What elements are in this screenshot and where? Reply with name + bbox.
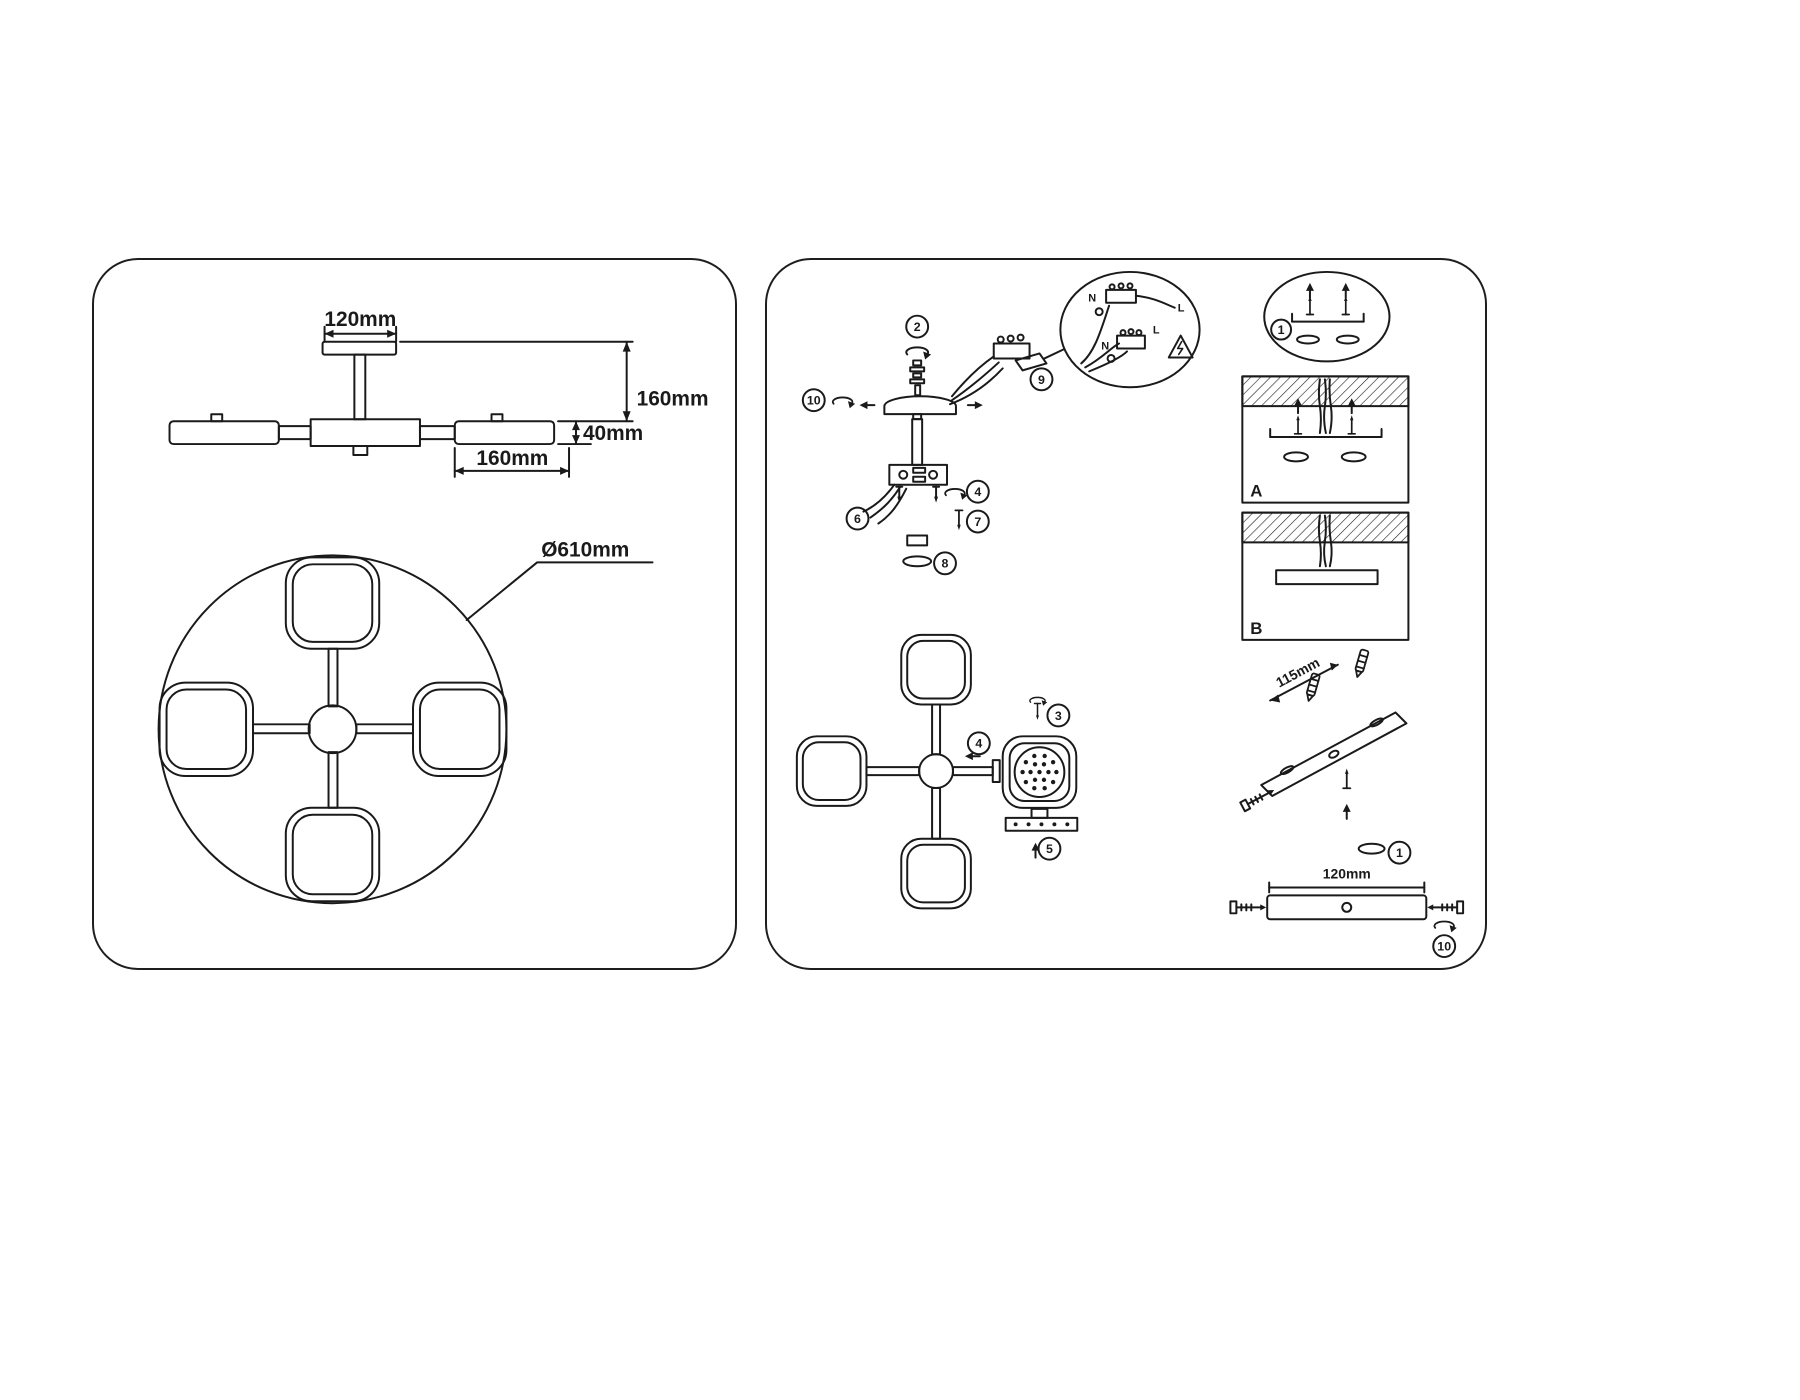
option-b-label: B	[1250, 619, 1262, 638]
option-a-label: A	[1250, 482, 1262, 501]
step-badge-4b: 4	[966, 731, 991, 756]
step-badge-10b: 10	[1432, 934, 1457, 959]
label-neutral-top: N	[1088, 293, 1096, 305]
screw-icon	[1342, 767, 1352, 790]
mounting-option-b: B	[1241, 511, 1410, 641]
rotate-arrow-icon	[831, 396, 857, 410]
rotate-arrow-icon	[1433, 920, 1458, 934]
dimensions-drawing: 120mm	[157, 308, 709, 905]
arrow-up-icon	[1304, 281, 1315, 299]
label-live-bottom: L	[1153, 325, 1160, 337]
arrow-right-icon	[966, 400, 984, 411]
led-dots	[1020, 753, 1059, 791]
step-badge-2: 2	[905, 314, 930, 339]
screw-icon	[1033, 702, 1042, 721]
screw-icon	[1293, 414, 1303, 435]
step-badge-9: 9	[1029, 367, 1054, 392]
arrow-up-icon	[1340, 281, 1351, 299]
dim-diameter: Ø610mm	[541, 538, 629, 561]
svg-text:1: 1	[1396, 846, 1403, 860]
svg-text:9: 9	[1038, 373, 1045, 387]
screw-icon	[1427, 900, 1465, 915]
svg-text:6: 6	[854, 512, 861, 526]
dim-lamp-length: 160mm	[476, 447, 548, 470]
warning-icon	[1167, 334, 1194, 359]
wall-anchor-icon	[1352, 648, 1370, 680]
arrow-up-icon	[1341, 802, 1352, 820]
step-badge-1b: 1	[1387, 840, 1412, 865]
dim-height: 160mm	[637, 387, 709, 410]
wiring-detail: N L N L	[1059, 270, 1201, 389]
screw-icon	[1239, 790, 1275, 813]
step-badge-3: 3	[1046, 703, 1071, 728]
svg-text:10: 10	[807, 394, 821, 408]
installation-panel: 2 10	[765, 258, 1487, 970]
installation-drawing: 2 10	[795, 270, 1465, 959]
rotate-arrow-icon	[905, 346, 933, 361]
rotate-arrow-icon	[944, 488, 969, 501]
step-badge-6: 6	[845, 506, 870, 531]
svg-text:8: 8	[942, 557, 949, 571]
dimensions-panel: 120mm	[92, 258, 737, 970]
fixture-top-view: Ø610mm	[157, 538, 654, 905]
screw-icon	[1229, 900, 1267, 915]
svg-text:1: 1	[1278, 323, 1285, 337]
svg-text:3: 3	[1055, 709, 1062, 723]
step-badge-7: 7	[965, 509, 990, 534]
terminal-block	[992, 333, 1031, 360]
dim-bar-length: 120mm	[1323, 866, 1371, 882]
step-badge-5: 5	[1037, 836, 1062, 861]
label-neutral-bottom: N	[1101, 340, 1109, 352]
bracket-overview: 1	[1263, 270, 1391, 363]
led-module-view: 3 4	[795, 633, 1079, 910]
step-badge-4: 4	[965, 479, 990, 504]
screw-icon	[954, 509, 964, 531]
svg-text:5: 5	[1046, 842, 1053, 856]
svg-text:4: 4	[975, 737, 982, 751]
step-badge-1: 1	[1270, 318, 1293, 341]
svg-text:2: 2	[914, 320, 921, 334]
mounting-bar: 120mm	[1229, 866, 1465, 959]
svg-text:4: 4	[974, 485, 981, 499]
bracket-perspective: 115mm 1	[1239, 648, 1412, 865]
svg-text:7: 7	[974, 515, 981, 529]
screw-icon	[1347, 414, 1356, 435]
label-live-top: L	[1178, 303, 1185, 315]
svg-text:10: 10	[1437, 940, 1451, 954]
dim-canopy-width: 120mm	[324, 308, 396, 331]
step-badge-8: 8	[933, 551, 957, 576]
dim-lamp-height: 40mm	[583, 422, 643, 445]
exploded-assembly: 2 10	[801, 270, 1201, 576]
fixture-side-view: 120mm	[168, 308, 709, 478]
mounting-option-a: A	[1241, 375, 1410, 504]
step-badge-10: 10	[801, 388, 826, 413]
arrow-left-icon	[858, 400, 876, 411]
rotate-arrow-icon	[1029, 696, 1048, 707]
